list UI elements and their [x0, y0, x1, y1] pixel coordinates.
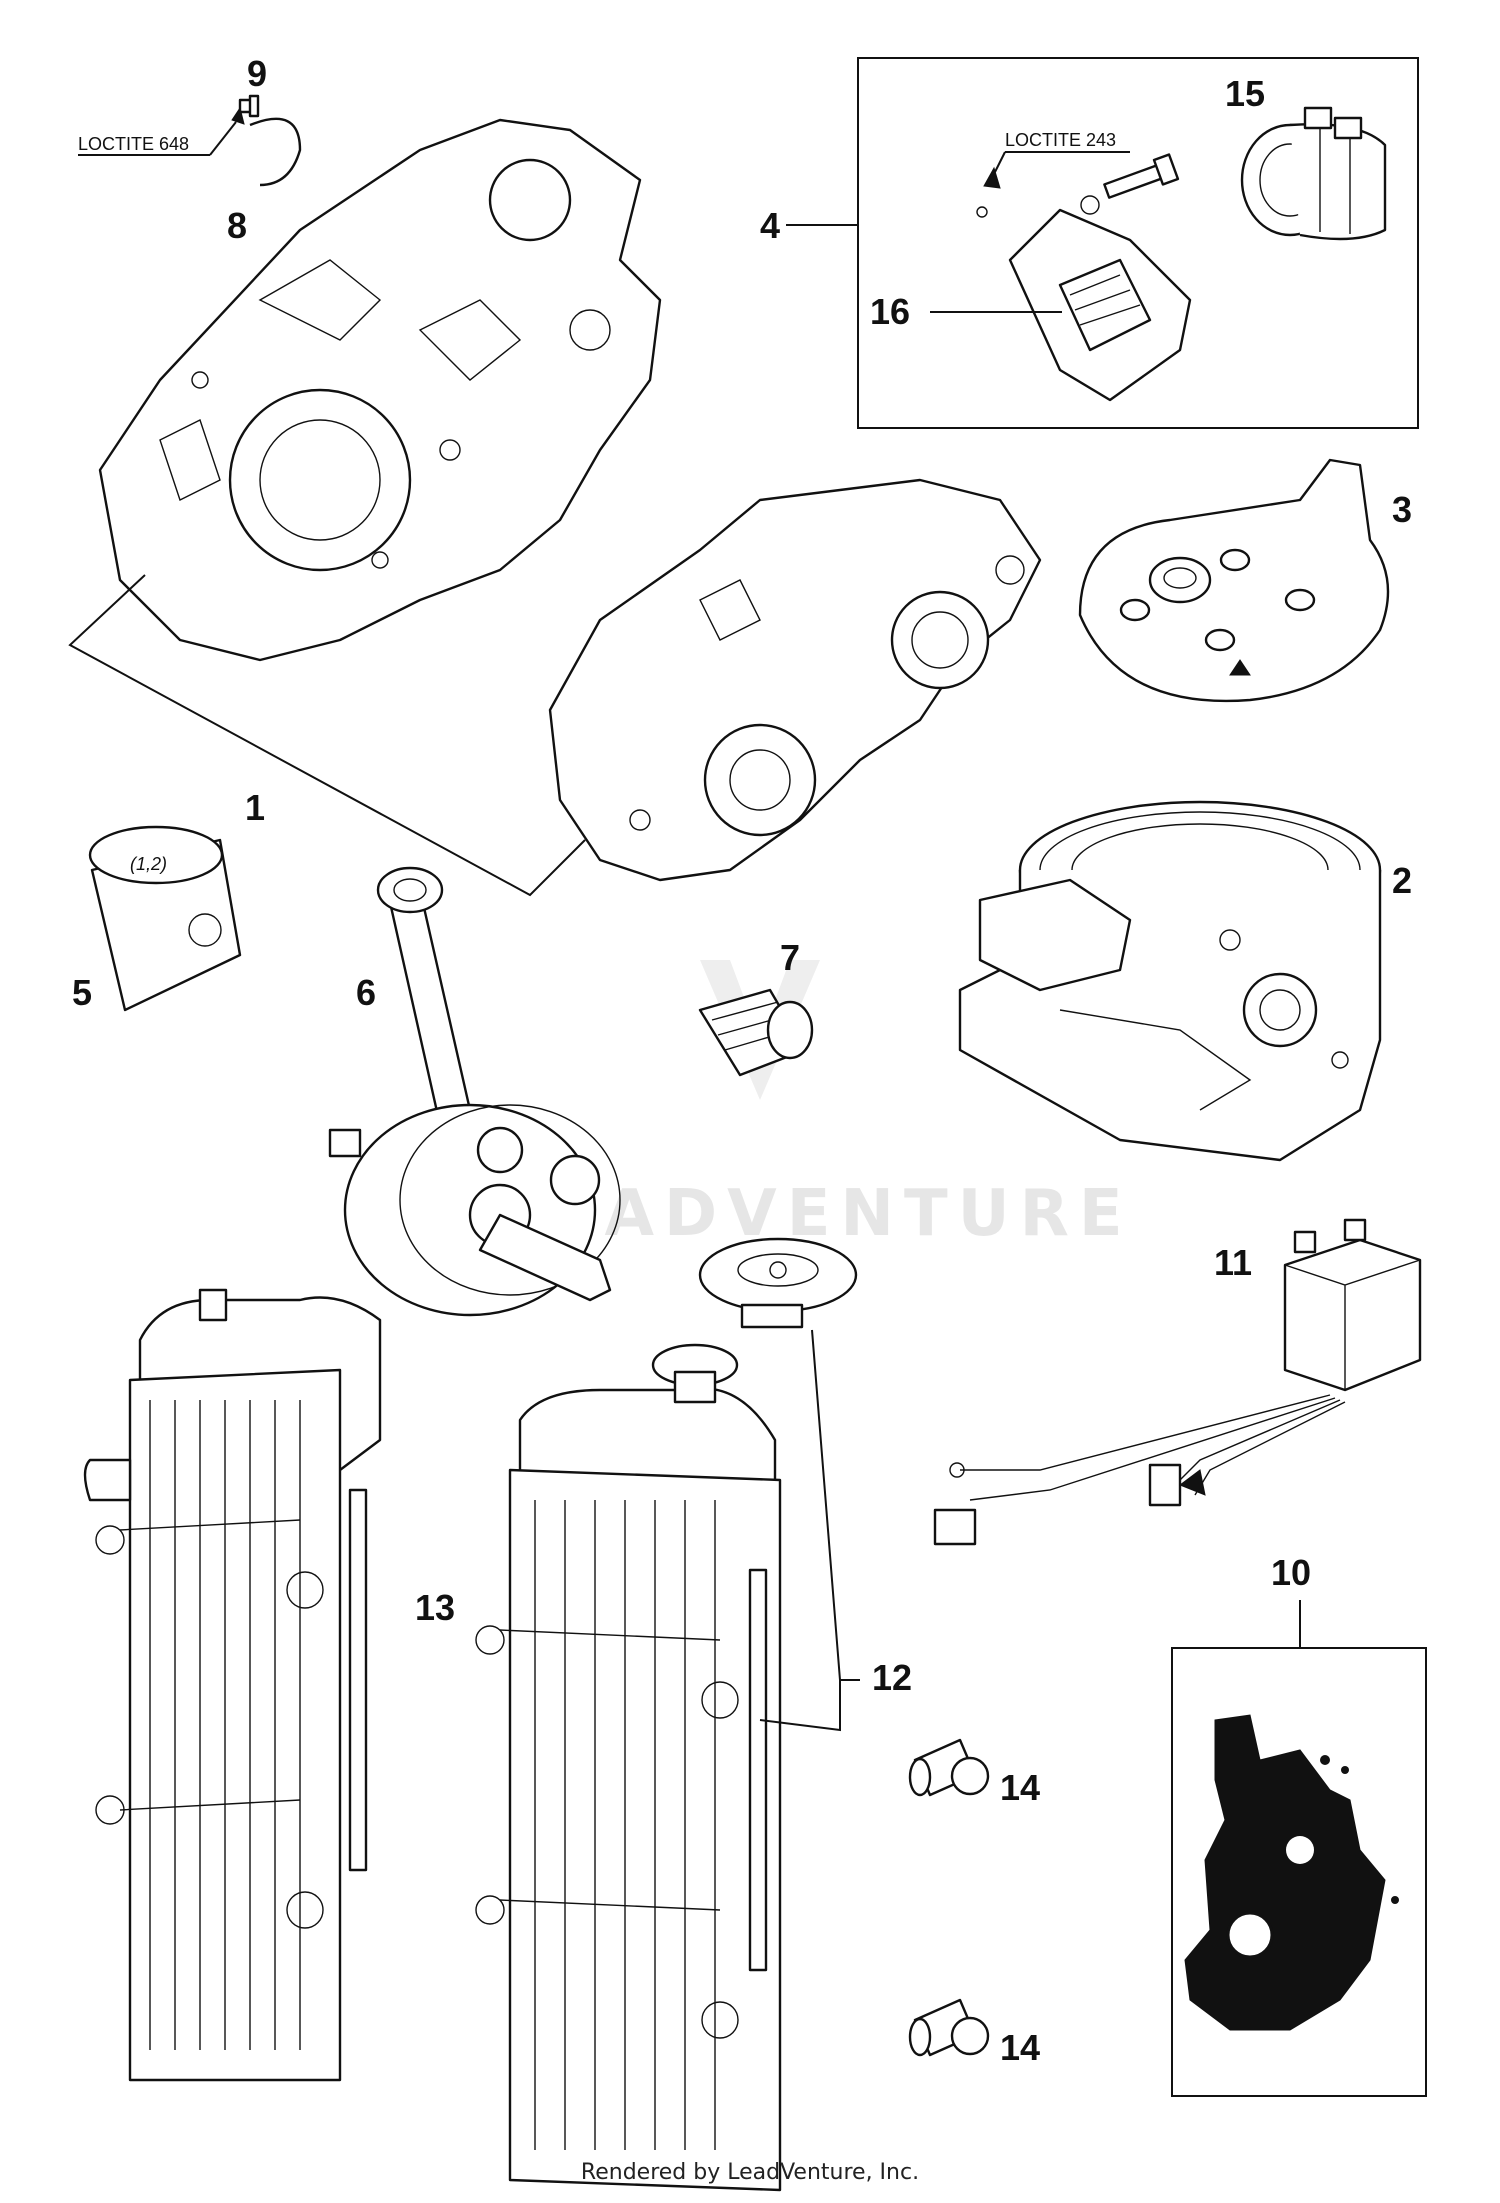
callout-14-lower: 14 — [1000, 2027, 1040, 2068]
complete-engine-box: 10 — [1171, 1552, 1427, 2097]
callout-16: 16 — [870, 291, 910, 332]
radiator-right: 12 — [475, 1329, 912, 2192]
crankshaft: 6 — [328, 866, 621, 1317]
bulb-lower: 14 — [908, 1998, 1040, 2068]
clip-and-screw — [231, 94, 302, 187]
loctite-648-text: LOCTITE 648 — [78, 134, 189, 154]
loctite-648-label: LOCTITE 648 — [78, 121, 237, 156]
intake-kit-box: 4 LOCTITE 243 16 15 — [760, 57, 1419, 429]
watermark-text: LEADVENTURE — [500, 1177, 1133, 1251]
electronic-module: 11 — [933, 1218, 1422, 1546]
callout-11: 11 — [1214, 1242, 1252, 1283]
piston: (1,2) 5 — [72, 825, 242, 1013]
callout-7: 7 — [780, 937, 800, 978]
callout-13: 13 — [415, 1587, 455, 1628]
callout-15: 15 — [1225, 73, 1265, 114]
callout-6: 6 — [356, 972, 376, 1013]
fitting-7: 7 — [698, 937, 814, 1077]
radiator-cap — [698, 1237, 858, 1329]
footer-credit: Rendered by LeadVenture, Inc. — [580, 2160, 920, 2185]
bulb-upper: 14 — [908, 1738, 1040, 1808]
callout-1: 1 — [245, 787, 265, 828]
callout-4: 4 — [760, 205, 780, 246]
crankcase-left-half — [98, 118, 662, 662]
watermark: LEADVENTURE — [500, 960, 1133, 1251]
crankcase-right-half — [548, 478, 1042, 882]
callout-5: 5 — [72, 972, 92, 1013]
cylinder-head: 3 — [1078, 458, 1412, 703]
callout-14-upper: 14 — [1000, 1767, 1040, 1808]
callout-12: 12 — [872, 1657, 912, 1698]
radiator-left: 13 — [83, 1288, 455, 2082]
loctite-243-text: LOCTITE 243 — [1005, 130, 1116, 150]
callout-9: 9 — [247, 53, 267, 94]
callout-1-bracket: 1 — [68, 574, 586, 897]
cylinder: 2 — [958, 800, 1412, 1162]
callout-3: 3 — [1392, 489, 1412, 530]
piston-mark-text: (1,2) — [130, 854, 167, 874]
callout-8: 8 — [227, 205, 247, 246]
callout-2: 2 — [1392, 860, 1412, 901]
callout-10: 10 — [1271, 1552, 1311, 1593]
